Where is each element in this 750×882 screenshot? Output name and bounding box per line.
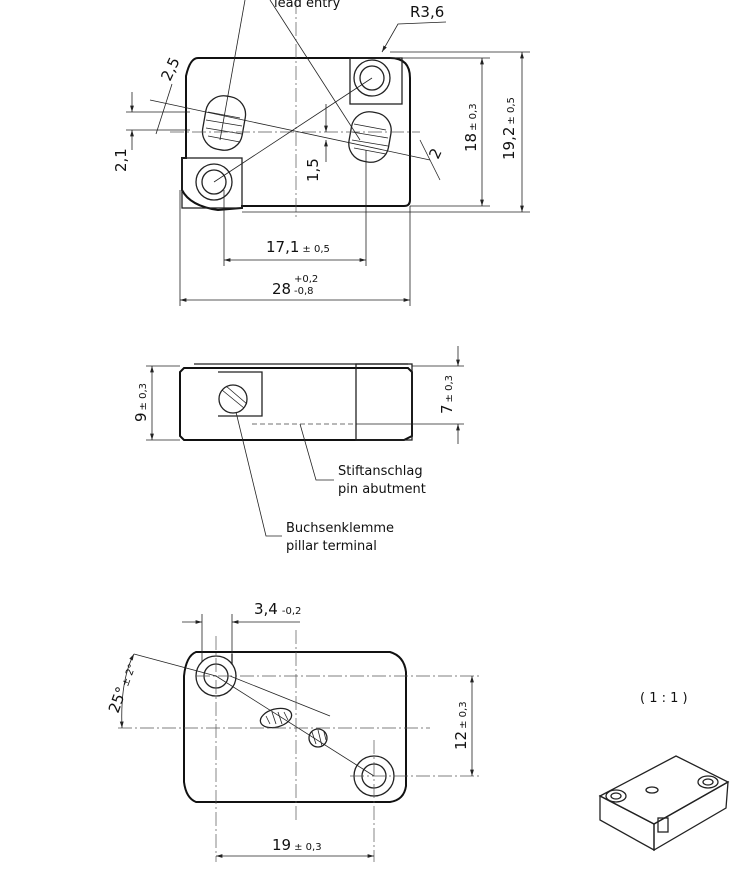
- bottom-screw-right: [308, 728, 328, 748]
- dim-9-label: 9± 0,3: [132, 383, 150, 422]
- dim-1-5-label: 1,5: [304, 158, 322, 182]
- dim-28-tol-upper: +0,2: [294, 274, 318, 285]
- top-view-left-block: [181, 157, 243, 209]
- side-view-body-outline: [179, 367, 413, 441]
- angle-arc: [119, 653, 135, 729]
- dim-2-5-label: 2,5: [157, 54, 183, 83]
- lead-entry-label: lead entry: [274, 0, 341, 11]
- dim-28-label: 28: [272, 280, 291, 298]
- side-view: 9± 0,3 7± 0,3 Stiftanschlag pin abutment…: [132, 346, 464, 554]
- right-screw-slot: [348, 111, 392, 163]
- dim-18-label: 18± 0,3: [462, 103, 480, 152]
- terminal-screw-slot-2: [225, 385, 248, 405]
- left-screw-slot: [201, 95, 247, 151]
- bottom-view-diagonal: [215, 675, 375, 777]
- bottom-view: 3,4-0,2 25°± 2° 12± 0,3 19± 0,3: [105, 600, 480, 862]
- terminal-screw-slot: [221, 389, 245, 409]
- pillar-terminal-leader: [235, 411, 282, 537]
- side-view-right-block: [355, 363, 413, 441]
- stiftanschlag-label: Stiftanschlag: [338, 464, 423, 479]
- dim-19-label: 19± 0,3: [272, 836, 322, 854]
- dim-28-tol-lower: -0,8: [294, 286, 314, 297]
- dim-2-5-line: [155, 83, 173, 135]
- pin-abutment-leader: [299, 423, 334, 481]
- radius-label: R3,6: [410, 3, 444, 21]
- dim-12-label: 12± 0,3: [452, 701, 470, 750]
- lead-entry-leader-right: [269, 0, 361, 141]
- pillar-terminal-label: pillar terminal: [286, 539, 377, 554]
- isometric-view: [598, 755, 730, 852]
- top-right-hole-inner: [359, 65, 385, 91]
- pin-abutment-label: pin abutment: [338, 482, 426, 497]
- side-view-terminal-cavity: [218, 371, 263, 417]
- top-right-hole-outer: [353, 59, 391, 97]
- buchsenklemme-label: Buchsenklemme: [286, 521, 394, 536]
- top-view-corner-block: [349, 57, 403, 105]
- bottom-screw-left: [259, 707, 293, 729]
- dim-17-1-label: 17,1± 0,5: [266, 238, 330, 256]
- angle-label: 25°± 2°: [105, 661, 140, 716]
- lead-entry-leader-left: [219, 0, 246, 141]
- top-view: lead entry R3,6 2,5 2,1 1,5 2 18± 0,3: [112, 0, 530, 306]
- terminal-screw-head: [218, 384, 248, 414]
- bottom-view-diagonal-2: [229, 675, 331, 717]
- bottom-left-hole-outer: [195, 163, 233, 201]
- radius-leader: [381, 21, 447, 53]
- hole-diagonal-line: [213, 77, 373, 183]
- scale-label: ( 1 : 1 ): [640, 691, 688, 706]
- bottom-left-hole-inner: [201, 169, 227, 195]
- dim-2-line: [419, 139, 441, 181]
- dim-2-1-label: 2,1: [112, 148, 130, 172]
- dim-19-2-label: 19,2± 0,5: [500, 97, 518, 160]
- angle-leg: [133, 653, 217, 677]
- dim-7-label: 7± 0,3: [438, 375, 456, 414]
- bottom-view-body-outline: [183, 651, 407, 803]
- dim-3-4-label: 3,4-0,2: [254, 600, 301, 618]
- slot-axis-line: [149, 99, 431, 161]
